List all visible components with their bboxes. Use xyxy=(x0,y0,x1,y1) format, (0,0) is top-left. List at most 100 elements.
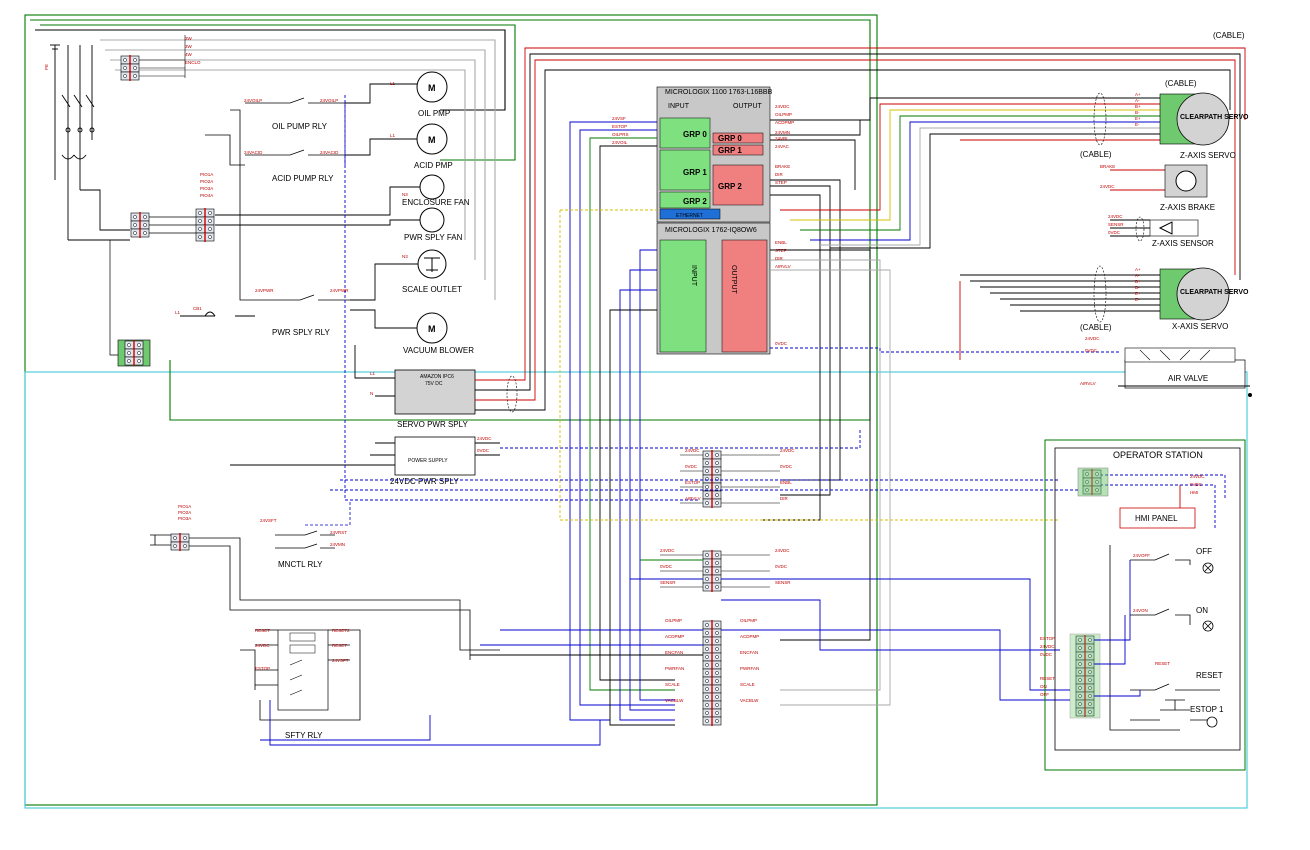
tb-center-2 xyxy=(702,549,722,593)
plc-top-module: MICROLOGIX 1100 1763-L16BBB INPUT OUTPUT… xyxy=(656,86,773,223)
svg-text:PIO3A: PIO3A xyxy=(200,186,213,191)
safety-relay: SFTY RLY xyxy=(277,629,329,740)
z-axis-brake-label: Z-AXIS BRAKE xyxy=(1160,203,1215,212)
svg-text:ESTOP: ESTOP xyxy=(255,666,270,671)
svg-text:ESTOP: ESTOP xyxy=(685,480,700,485)
svg-text:ESTOP: ESTOP xyxy=(612,124,627,129)
acid-pump-rly-label: ACID PUMP RLY xyxy=(272,174,334,183)
motors xyxy=(416,71,448,344)
svg-text:24VDC: 24VDC xyxy=(255,643,270,648)
svg-text:0VDC: 0VDC xyxy=(1190,482,1203,487)
svg-text:PIO3A: PIO3A xyxy=(178,516,191,521)
svg-text:A+: A+ xyxy=(1135,92,1141,97)
svg-text:N3: N3 xyxy=(402,254,408,259)
svg-text:VACBLW: VACBLW xyxy=(740,698,759,703)
svg-text:BRAKE: BRAKE xyxy=(775,164,790,169)
svg-text:PWRFAN: PWRFAN xyxy=(740,666,759,671)
m-vac: M xyxy=(428,324,436,334)
svg-text:OILPMP: OILPMP xyxy=(665,618,682,623)
svg-text:AIRVLV: AIRVLV xyxy=(1080,381,1096,386)
svg-text:24VACID: 24VACID xyxy=(320,150,339,155)
svg-text:24VACID: 24VACID xyxy=(244,150,263,155)
air-valve-label: AIR VALVE xyxy=(1168,374,1208,383)
svg-text:SENSR: SENSR xyxy=(775,580,791,585)
exp-input-label: INPUT xyxy=(690,265,697,287)
plc-output-header: OUTPUT xyxy=(733,103,763,110)
svg-text:24VDC: 24VDC xyxy=(775,548,790,553)
hmi-panel-label: HMI PANEL xyxy=(1135,514,1178,523)
svg-text:ENCFAN: ENCFAN xyxy=(665,650,683,655)
cable-label-4: (CABLE) xyxy=(1080,323,1112,332)
z-axis-brake: Z-AXIS BRAKE xyxy=(1160,164,1215,212)
svg-text:DIR: DIR xyxy=(775,256,784,261)
mnctl-relay xyxy=(150,499,500,660)
svg-text:ACDPMP: ACDPMP xyxy=(665,634,684,639)
svg-text:STEP: STEP xyxy=(775,248,787,253)
svg-text:24VDC: 24VDC xyxy=(685,448,700,453)
24vdc-power-supply: POWER SUPPLY 24VDC PWR SPLY xyxy=(390,436,476,486)
svg-text:E+: E+ xyxy=(1135,116,1141,121)
svg-text:ACDPMP: ACDPMP xyxy=(775,120,794,125)
svg-text:0VDC: 0VDC xyxy=(660,564,673,569)
svg-text:RESET: RESET xyxy=(332,643,347,648)
svg-text:PIO1A: PIO1A xyxy=(200,172,213,177)
tb-center-1 xyxy=(702,449,722,509)
svg-text:RESET: RESET xyxy=(255,628,270,633)
svg-text:0VDC: 0VDC xyxy=(775,564,788,569)
z-axis-sensor: Z-AXIS SENSOR xyxy=(1149,219,1214,248)
z-servo-brand: CLEARPATH SERVO xyxy=(1180,114,1249,121)
svg-text:24VDC: 24VDC xyxy=(775,104,790,109)
svg-text:L1: L1 xyxy=(390,133,396,138)
grp1-in: GRP 1 xyxy=(683,168,707,177)
svg-text:ON: ON xyxy=(1040,684,1047,689)
svg-text:ENCFAN: ENCFAN xyxy=(740,650,758,655)
servo-power-supply: AMAZON IPC6 75V DC SERVO PWR SPLY xyxy=(394,369,476,429)
enclosure-fan-label: ENCLOSURE FAN xyxy=(402,198,470,207)
svg-text:24VSFT: 24VSFT xyxy=(332,658,349,663)
mnctl-rly-label: MNCTL RLY xyxy=(278,560,323,569)
svg-text:0VDC: 0VDC xyxy=(1085,348,1098,353)
svg-text:24VPWR: 24VPWR xyxy=(330,288,349,293)
servo-ps-v: 75V DC xyxy=(425,381,443,387)
pwr-sply-fan-label: PWR SPLY FAN xyxy=(404,233,463,242)
svg-text:AIRVLV: AIRVLV xyxy=(775,264,791,269)
ps24-inner: POWER SUPPLY xyxy=(408,458,448,464)
svg-text:A-: A- xyxy=(1135,273,1140,278)
cable-label-2: (CABLE) xyxy=(1165,79,1197,88)
svg-text:A-: A- xyxy=(1135,98,1140,103)
svg-text:24VAC: 24VAC xyxy=(775,144,790,149)
svg-text:24VRL: 24VRL xyxy=(775,136,789,141)
svg-text:24VDC: 24VDC xyxy=(1108,214,1123,219)
pwr-sply-rly-label: PWR SPLY RLY xyxy=(272,328,330,337)
svg-text:HMI: HMI xyxy=(1190,490,1198,495)
m-acid: M xyxy=(428,135,436,145)
svg-text:24VOILP: 24VOILP xyxy=(244,98,262,103)
svg-text:BRAKE: BRAKE xyxy=(1100,164,1115,169)
svg-text:4W: 4W xyxy=(185,52,193,57)
grp0-in: GRP 0 xyxy=(683,130,707,139)
svg-text:L1: L1 xyxy=(175,310,181,315)
svg-text:OILPMP: OILPMP xyxy=(775,112,792,117)
svg-text:L1: L1 xyxy=(390,81,396,86)
svg-text:VACBLW: VACBLW xyxy=(665,698,684,703)
z-axis-sensor-label: Z-AXIS SENSOR xyxy=(1152,239,1214,248)
svg-text:PIO4A: PIO4A xyxy=(200,193,213,198)
scale-outlet-label: SCALE OUTLET xyxy=(402,285,462,294)
air-valve: AIR VALVE xyxy=(1118,347,1252,397)
cable-label-1: (CABLE) xyxy=(1213,31,1245,40)
svg-text:STEP: STEP xyxy=(775,180,787,185)
grp0-out: GRP 0 xyxy=(718,134,742,143)
svg-text:E+: E+ xyxy=(1135,291,1141,296)
svg-text:B+: B+ xyxy=(1135,279,1141,284)
operator-station: OPERATOR STATION HMI PANEL OFF ON RESET … xyxy=(1044,439,1246,771)
svg-text:CB1: CB1 xyxy=(193,306,202,311)
ps24-label: 24VDC PWR SPLY xyxy=(390,477,459,486)
x-servo-brand: CLEARPATH SERVO xyxy=(1180,289,1249,296)
svg-text:PIO1A: PIO1A xyxy=(178,504,191,509)
x-axis-servo-label: X-AXIS SERVO xyxy=(1172,322,1228,331)
operator-station-title: OPERATOR STATION xyxy=(1113,450,1203,460)
svg-text:N: N xyxy=(370,391,373,396)
estop-label: ESTOP 1 xyxy=(1190,705,1224,714)
svg-text:B+: B+ xyxy=(1135,104,1141,109)
